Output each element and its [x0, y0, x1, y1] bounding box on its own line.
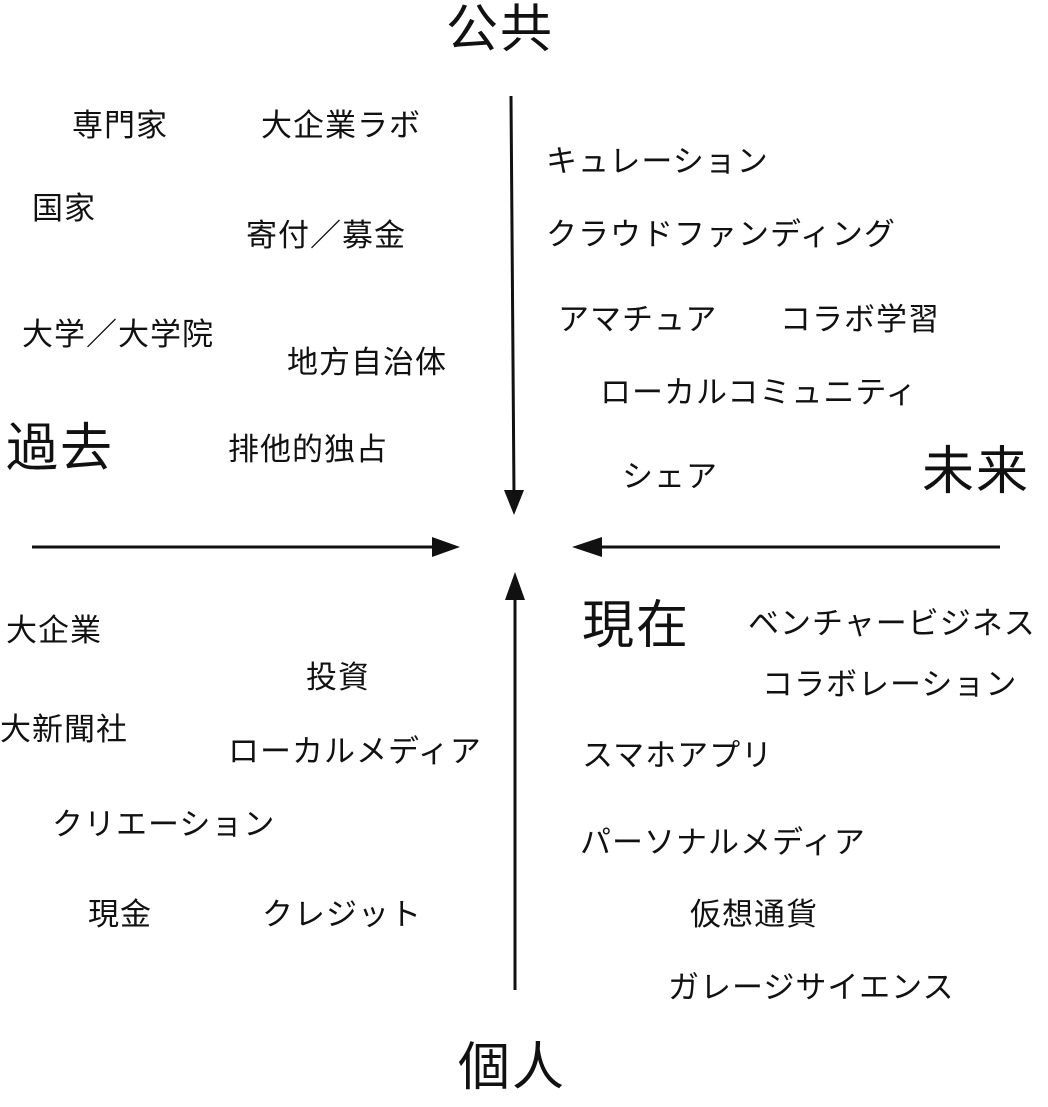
- axis-label-public: 公共: [446, 0, 555, 60]
- item-credit: クレジット: [262, 897, 422, 933]
- item-corporate-lab: 大企業ラボ: [261, 108, 421, 144]
- item-local-government: 地方自治体: [287, 345, 447, 381]
- item-virtual-currency: 仮想通貨: [690, 897, 818, 933]
- item-amateur: アマチュア: [558, 302, 718, 338]
- item-cash: 現金: [88, 897, 152, 933]
- item-venture-business: ベンチャービジネス: [748, 606, 1036, 642]
- item-state: 国家: [32, 191, 96, 227]
- arrow-from-individual: [505, 572, 525, 990]
- center-label-present: 現在: [582, 596, 691, 656]
- item-share: シェア: [622, 459, 718, 495]
- axis-label-past: 過去: [6, 419, 115, 479]
- item-collaboration: コラボレーション: [762, 667, 1018, 703]
- arrow-from-future: [572, 537, 1000, 557]
- item-personal-media: パーソナルメディア: [580, 825, 866, 861]
- arrow-from-past: [32, 537, 460, 557]
- item-garage-science: ガレージサイエンス: [668, 970, 955, 1006]
- item-experts: 専門家: [72, 108, 168, 144]
- axis-label-future: 未来: [922, 442, 1031, 502]
- item-collab-learning: コラボ学習: [780, 302, 940, 338]
- item-smartphone-app: スマホアプリ: [582, 738, 774, 774]
- item-investment: 投資: [306, 660, 370, 696]
- item-local-media: ローカルメディア: [228, 734, 482, 770]
- axis-label-individual: 個人: [458, 1038, 567, 1098]
- item-crowdfunding: クラウドファンディング: [546, 217, 896, 253]
- item-big-company: 大企業: [6, 613, 102, 649]
- item-university: 大学／大学院: [22, 317, 214, 353]
- item-big-newspaper: 大新聞社: [0, 712, 128, 748]
- item-monopoly: 排他的独占: [228, 432, 388, 468]
- item-local-community: ローカルコミュニティ: [600, 375, 918, 411]
- arrow-from-public: [504, 95, 524, 515]
- item-curation: キュレーション: [546, 144, 769, 180]
- item-donation: 寄付／募金: [246, 218, 406, 254]
- item-creation: クリエーション: [52, 807, 276, 843]
